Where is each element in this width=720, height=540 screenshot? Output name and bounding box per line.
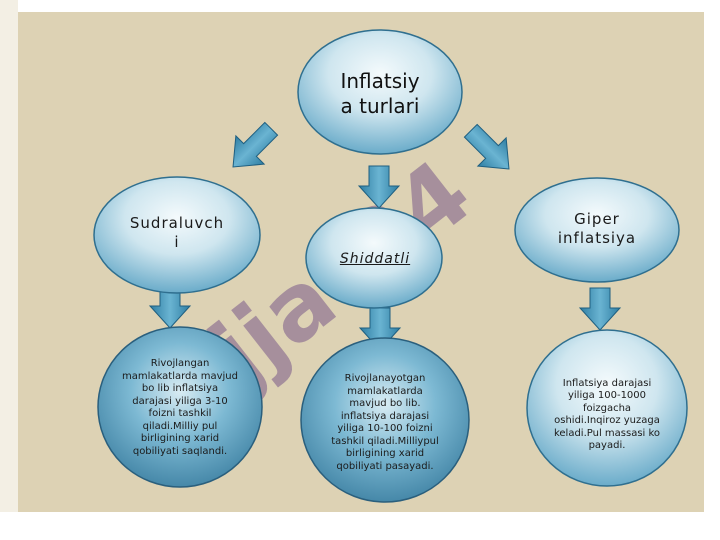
shiddatli-desc-ellipse — [300, 337, 470, 503]
type-desc-sudraluvchi: Rivojlangan mamlakatlarda mavjud bo lib … — [122, 335, 238, 481]
left-page-edge — [0, 0, 18, 540]
sudraluvchi-desc-ellipse — [97, 326, 263, 488]
type-desc-shiddatli: Rivojlanayotgan mamlakatlarda mavjud bo … — [328, 350, 442, 496]
type-desc-giper: Inflatsiya darajasi yiliga 100-1000 foiz… — [552, 355, 662, 475]
sudraluvchi-ellipse — [93, 176, 261, 294]
arrow-center-to-shiddatli — [357, 165, 401, 209]
arrow-giper-down — [578, 287, 622, 331]
arrows — [148, 121, 622, 351]
center-title: Inflatsiy a turlari — [318, 60, 442, 128]
type-title-giper: Giper inflatsiya — [540, 205, 654, 253]
type-title-sudraluvchi: Sudraluvch i — [110, 205, 244, 261]
center-ellipse — [297, 29, 463, 155]
shiddatli-ellipse — [305, 207, 443, 309]
giper-desc-ellipse — [526, 329, 688, 487]
center-title-text: Inflatsiy a turlari — [340, 69, 420, 118]
type-title-text: Sudraluvch i — [129, 214, 225, 251]
giper-ellipse — [514, 177, 680, 283]
arrow-center-to-sudraluvchi — [232, 121, 279, 168]
bottom-page-edge — [0, 512, 720, 540]
type-desc-text: Rivojlanayotgan mamlakatlarda mavjud bo … — [331, 373, 439, 472]
type-title-text: Giper inflatsiya — [557, 210, 637, 247]
arrow-center-to-giper — [463, 123, 510, 170]
type-title-text: Shiddatli — [339, 251, 411, 267]
type-desc-text: Rivojlangan mamlakatlarda mavjud bo lib … — [122, 358, 238, 457]
type-desc-text: Inflatsiya darajasi yiliga 100-1000 foiz… — [553, 377, 661, 452]
type-title-shiddatli: Shiddatli — [320, 246, 430, 272]
